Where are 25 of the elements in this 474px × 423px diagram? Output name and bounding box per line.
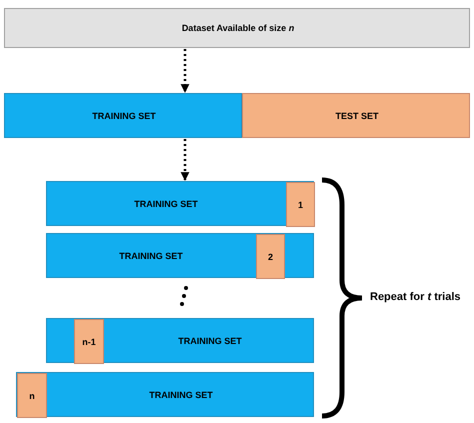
training-set-bar xyxy=(46,233,314,278)
bar-label: TRAINING SET xyxy=(91,110,157,120)
bar-label: TRAINING SET xyxy=(133,198,199,208)
training-set-bar xyxy=(16,372,314,417)
bar-label: n-1 xyxy=(81,336,97,346)
fold-box xyxy=(74,319,104,364)
bar-label: 2 xyxy=(266,252,274,262)
bar-label: TEST SET xyxy=(334,110,380,120)
fold-box xyxy=(256,234,285,279)
bar-label: TRAINING SET xyxy=(118,250,184,260)
dataset-box xyxy=(4,8,470,48)
arrow xyxy=(180,139,190,181)
arrow xyxy=(180,49,190,93)
fold-box xyxy=(17,373,47,418)
repeat-note: Repeat for t trials xyxy=(370,291,460,303)
training-set-bar xyxy=(46,181,314,226)
bar-label: 1 xyxy=(296,200,304,210)
bar-label: TRAINING SET xyxy=(148,390,214,400)
test-set-bar xyxy=(242,93,470,138)
bar-label: n xyxy=(28,390,36,400)
bar-label: Dataset Available of size n xyxy=(180,23,296,33)
fold-box xyxy=(286,182,315,227)
training-set-bar xyxy=(46,318,314,363)
training-set-bar xyxy=(4,93,242,138)
bar-label: TRAINING SET xyxy=(177,336,243,346)
